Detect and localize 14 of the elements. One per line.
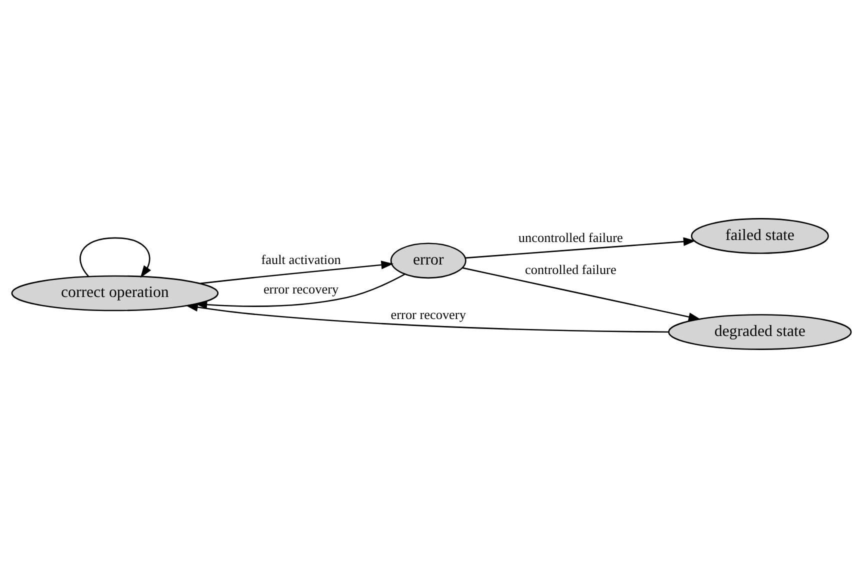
arrow	[200, 260, 394, 284]
node-ellipse: error	[390, 242, 466, 278]
arrow	[462, 266, 701, 321]
edge-label: uncontrolled failure	[518, 230, 623, 245]
node-ellipse: failed state	[690, 218, 829, 254]
edge-label: fault activation	[261, 252, 341, 267]
node-ellipse: degraded state	[668, 314, 852, 350]
edge-label: controlled failure	[525, 261, 616, 276]
arrow	[465, 236, 696, 258]
arrow	[186, 302, 669, 332]
edge-label: error recovery	[390, 306, 466, 322]
arrow	[80, 236, 151, 278]
edge-label: error recovery	[263, 280, 339, 296]
arrow	[194, 273, 405, 308]
